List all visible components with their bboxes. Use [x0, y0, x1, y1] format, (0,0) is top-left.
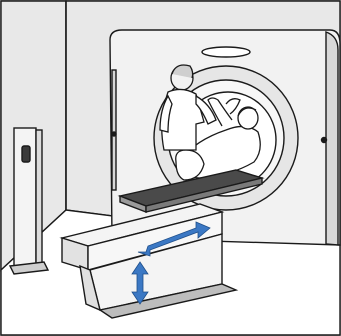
- gantry-top-slot: [202, 47, 250, 57]
- side-stand: [10, 128, 48, 274]
